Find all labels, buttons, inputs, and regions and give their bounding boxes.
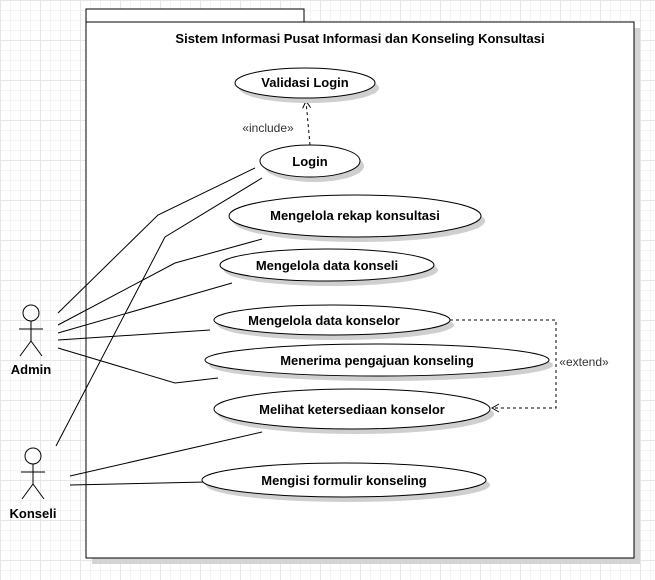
use-case-ketersediaan-konselor[interactable]: Melihat ketersediaan konselor xyxy=(213,388,494,434)
system-boundary: Sistem Informasi Pusat Informasi dan Kon… xyxy=(85,8,640,564)
include-label: «include» xyxy=(242,121,294,135)
use-case-validasi-login[interactable]: Validasi Login xyxy=(234,67,379,103)
actor-konseli-right-leg xyxy=(32,483,45,500)
actor-admin-label: Admin xyxy=(11,362,52,377)
actor-admin-head xyxy=(22,304,40,322)
extend-relation: «extend» xyxy=(450,319,609,413)
association-konseli-formulir-konseling xyxy=(69,481,207,486)
use-case-ketersediaan-konselor-label: Melihat ketersediaan konselor xyxy=(259,402,445,417)
association-admin-data-konseli xyxy=(57,282,233,334)
actor-admin[interactable]: Admin xyxy=(11,304,52,377)
use-case-pengajuan-konseling[interactable]: Menerima pengajuan konseling xyxy=(204,343,553,381)
use-case-data-konseli-label: Mengelola data konseli xyxy=(256,258,398,273)
extend-arrow xyxy=(450,319,557,413)
use-case-data-konselor-label: Mengelola data konselor xyxy=(248,313,400,328)
system-boundary-tab xyxy=(85,8,305,23)
include-relation: «include» xyxy=(242,99,312,146)
use-case-rekap-konsultasi[interactable]: Mengelola rekap konsultasi xyxy=(228,194,485,242)
actor-konseli-left-leg xyxy=(21,483,34,500)
association-admin-data-konselor xyxy=(57,329,211,341)
use-case-data-konseli[interactable]: Mengelola data konseli xyxy=(219,248,438,286)
actor-admin-left-leg xyxy=(19,340,32,357)
actor-konseli-label: Konseli xyxy=(10,506,57,521)
use-case-formulir-konseling-label: Mengisi formulir konseling xyxy=(261,473,426,488)
associations xyxy=(55,167,263,486)
extend-label: «extend» xyxy=(559,355,609,369)
actor-admin-right-leg xyxy=(30,340,43,357)
use-case-pengajuan-konseling-label: Menerima pengajuan konseling xyxy=(280,353,474,368)
association-admin-login xyxy=(57,167,256,314)
include-arrow xyxy=(302,99,312,146)
use-case-login-label: Login xyxy=(292,154,327,169)
use-case-data-konselor[interactable]: Mengelola data konselor xyxy=(213,304,454,340)
system-title: Sistem Informasi Pusat Informasi dan Kon… xyxy=(175,31,544,46)
actor-konseli-head xyxy=(24,447,42,465)
actor-konseli[interactable]: Konseli xyxy=(10,447,57,521)
use-case-formulir-konseling[interactable]: Mengisi formulir konseling xyxy=(201,462,490,502)
association-admin-pengajuan-konseling xyxy=(57,347,219,384)
use-case-rekap-konsultasi-label: Mengelola rekap konsultasi xyxy=(270,208,440,223)
association-konseli-login xyxy=(55,177,263,447)
use-case-validasi-login-label: Validasi Login xyxy=(261,75,348,90)
use-case-login[interactable]: Login xyxy=(259,144,364,182)
association-konseli-ketersediaan-konselor xyxy=(69,431,263,477)
association-admin-rekap-konsultasi xyxy=(57,238,263,326)
